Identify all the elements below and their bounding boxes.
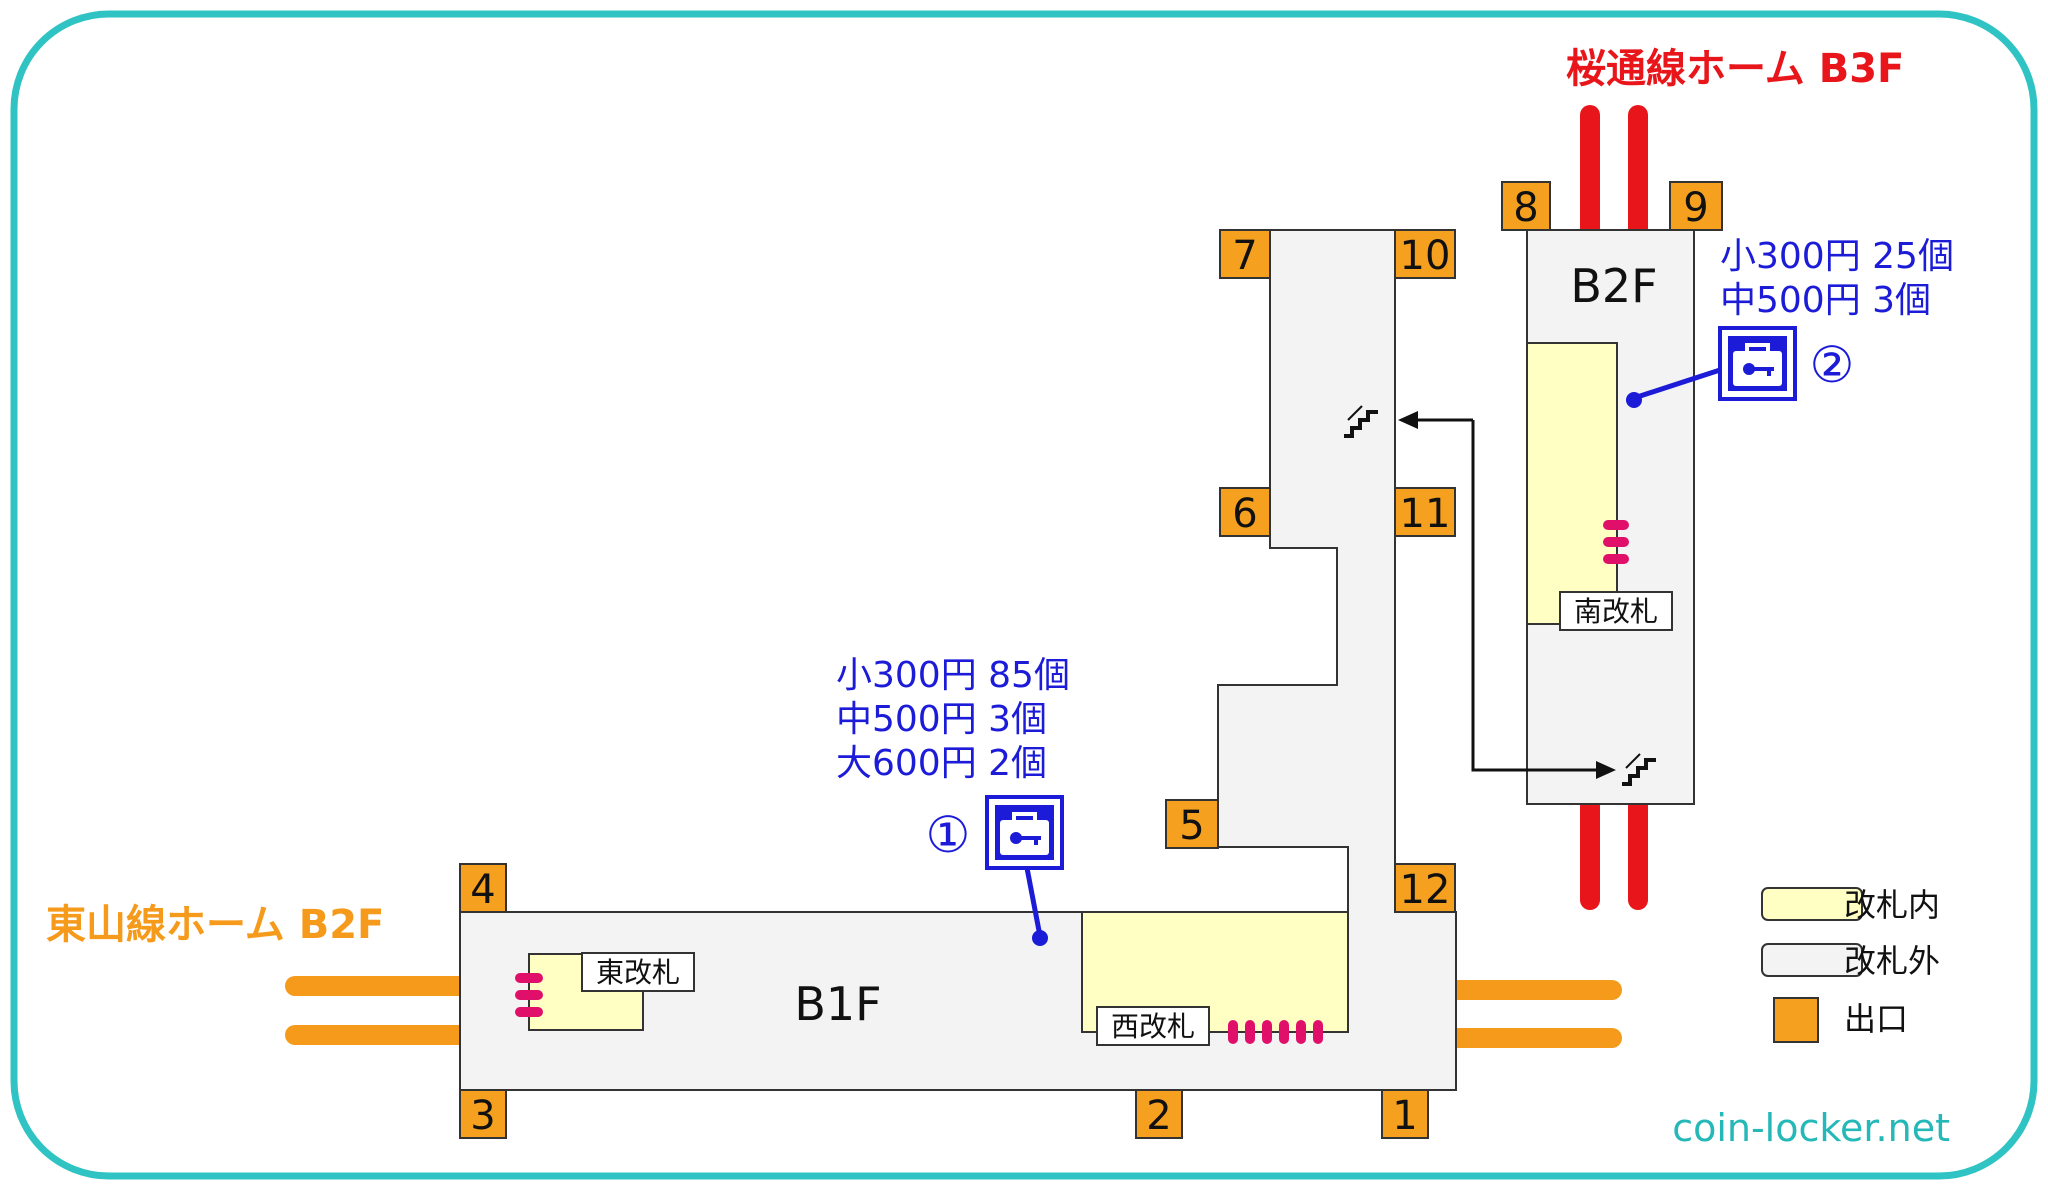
exit-number: 9 — [1683, 185, 1708, 231]
exit-box — [1394, 487, 1456, 537]
svg-text:南改札: 南改札 — [1574, 595, 1658, 628]
sakuradori-line-label: 桜通線ホーム B3F — [1566, 46, 1904, 92]
exit-box — [1381, 1089, 1429, 1139]
legend-label-outside: 改札外 — [1844, 942, 1940, 980]
south-gate-inside-area — [1526, 342, 1618, 625]
exit-number: 1 — [1392, 1093, 1417, 1139]
locker-2-line: 小300円 25個 — [1720, 236, 1954, 277]
exit-8[interactable]: 8 — [1501, 181, 1551, 231]
east-gate-label: 東改札 — [581, 952, 695, 992]
exit-box — [1394, 863, 1456, 913]
watermark: coin-locker.net — [1672, 1106, 1950, 1150]
exit-box — [1394, 229, 1456, 279]
exit-number: 11 — [1400, 491, 1451, 537]
exit-number: 2 — [1146, 1093, 1171, 1139]
exit-2[interactable]: 2 — [1135, 1089, 1183, 1139]
legend-swatch-outside — [1761, 943, 1863, 977]
exit-5[interactable]: 5 — [1165, 799, 1219, 849]
west-gate-label: 西改札 — [1096, 1006, 1210, 1046]
locker-2[interactable]: 小300円 25個 中500円 3個 ② — [1626, 236, 1954, 408]
exit-box — [459, 1089, 507, 1139]
exit-number: 5 — [1179, 803, 1204, 849]
stairs-icon — [1344, 405, 1378, 438]
svg-text:東改札: 東改札 — [596, 956, 680, 989]
locker-1-marker: ① — [926, 806, 971, 864]
exit-box — [1165, 799, 1219, 849]
exit-number: 10 — [1400, 233, 1451, 279]
south-gate-label: 南改札 — [1559, 591, 1673, 631]
locker-1[interactable]: 小300円 85個 中500円 3個 大600円 2個 ① — [836, 655, 1070, 946]
west-gate-barriers — [1228, 1020, 1323, 1044]
locker-1-line: 大600円 2個 — [836, 743, 1047, 784]
exit-4[interactable]: 4 — [459, 863, 507, 913]
exit-3[interactable]: 3 — [459, 1089, 507, 1139]
exit-number: 12 — [1400, 867, 1451, 913]
b2f-floor-label: B2F — [1570, 259, 1657, 313]
exit-6[interactable]: 6 — [1219, 487, 1271, 537]
exit-1[interactable]: 1 — [1381, 1089, 1429, 1139]
exit-number: 7 — [1232, 233, 1257, 279]
higashiyama-line-tracks — [285, 976, 1622, 1048]
higashiyama-line-label: 東山線ホーム B2F — [46, 902, 384, 948]
south-gate-barriers — [1603, 520, 1629, 564]
stairs-connection-arrow — [1398, 411, 1616, 779]
exit-box — [1135, 1089, 1183, 1139]
legend-label-exit: 出口 — [1844, 1000, 1908, 1038]
svg-text:西改札: 西改札 — [1111, 1010, 1195, 1043]
locker-1-line: 小300円 85個 — [836, 655, 1070, 696]
exit-box — [1501, 181, 1551, 231]
exit-7[interactable]: 7 — [1219, 229, 1271, 279]
locker-1-line: 中500円 3個 — [836, 699, 1047, 740]
b1f-floor-label: B1F — [794, 977, 881, 1031]
locker-2-line: 中500円 3個 — [1720, 280, 1931, 321]
exit-12[interactable]: 12 — [1394, 863, 1456, 913]
east-gate-barriers — [515, 973, 543, 1017]
exit-box — [1219, 229, 1271, 279]
legend-swatch-exit — [1773, 997, 1819, 1043]
exit-box — [459, 863, 507, 913]
legend-swatch-inside — [1761, 887, 1863, 921]
exit-number: 4 — [470, 867, 495, 913]
exit-9[interactable]: 9 — [1669, 181, 1723, 231]
exit-box — [1669, 181, 1723, 231]
coin-locker-icon — [985, 795, 1064, 870]
exit-11[interactable]: 11 — [1394, 487, 1456, 537]
exit-number: 8 — [1513, 185, 1538, 231]
locker-2-marker: ② — [1810, 336, 1855, 394]
coin-locker-icon — [1718, 326, 1797, 401]
sakuradori-line-tracks — [1580, 105, 1648, 910]
exit-10[interactable]: 10 — [1394, 229, 1456, 279]
legend: 改札内 改札外 出口 — [1761, 886, 1940, 1043]
exit-box — [1219, 487, 1271, 537]
stairs-icon — [1622, 753, 1656, 786]
exit-number: 6 — [1232, 491, 1257, 537]
legend-label-inside: 改札内 — [1844, 886, 1940, 924]
exit-number: 3 — [470, 1093, 495, 1139]
